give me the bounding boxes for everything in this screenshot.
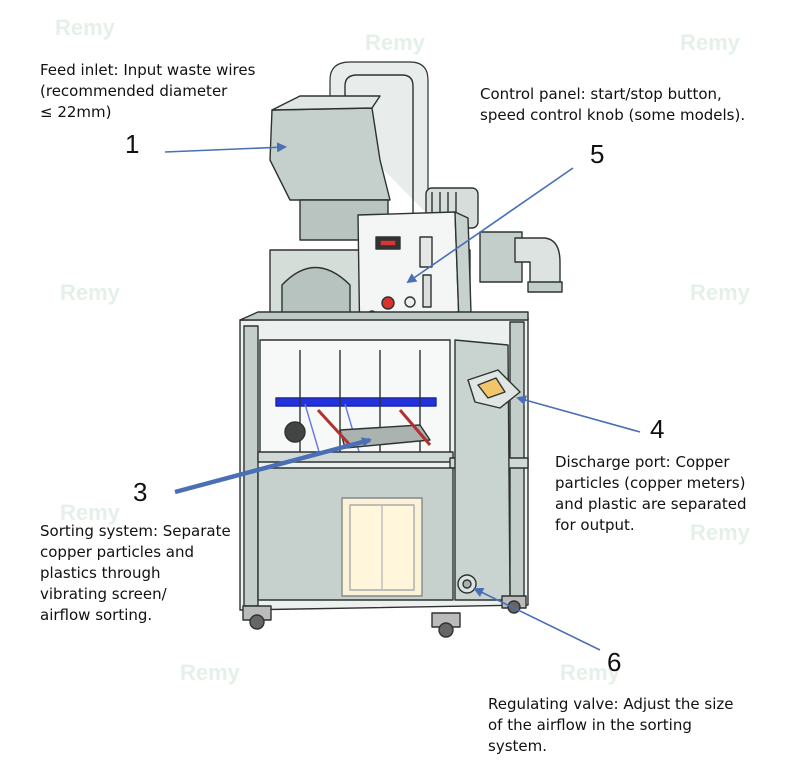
watermark-text: Remy: [60, 500, 121, 525]
watermark-text: Remy: [690, 520, 751, 545]
watermark-text: Remy: [365, 30, 426, 55]
stop-button-icon: [381, 296, 395, 310]
watermark-text: Remy: [55, 15, 116, 40]
arrow-4: [516, 395, 641, 433]
feed-hopper: [269, 107, 391, 201]
arrow-5: [406, 167, 574, 284]
vibrating-screen: [275, 397, 437, 407]
caption-sorting-system: Sorting system: Separate copper particle…: [40, 522, 231, 624]
arrow-3: [174, 437, 372, 495]
watermark-text: Remy: [690, 280, 751, 305]
watermark-text: Remy: [60, 280, 121, 305]
callout-number-3: 3: [133, 477, 148, 507]
callout-number-6: 6: [607, 647, 622, 677]
caption-feed-inlet: Feed inlet: Input waste wires (recommend…: [40, 61, 256, 121]
watermark-text: Remy: [180, 660, 241, 685]
caption-discharge-port: Discharge port: Copper particles (copper…: [555, 453, 747, 534]
arrow-6: [473, 588, 601, 651]
callout-number-4: 4: [650, 414, 665, 444]
caption-regulating-valve: Regulating valve: Adjust the size of the…: [488, 695, 734, 755]
callout-number-1: 1: [125, 129, 140, 159]
callout-number-5: 5: [590, 139, 605, 169]
arrow-1: [164, 142, 287, 153]
caption-control-panel: Control panel: start/stop button, speed …: [480, 85, 746, 124]
watermark-layer: Remy Remy Remy Remy Remy Remy Remy Remy …: [55, 15, 751, 685]
watermark-text: Remy: [680, 30, 741, 55]
watermark-text: Remy: [560, 660, 621, 685]
